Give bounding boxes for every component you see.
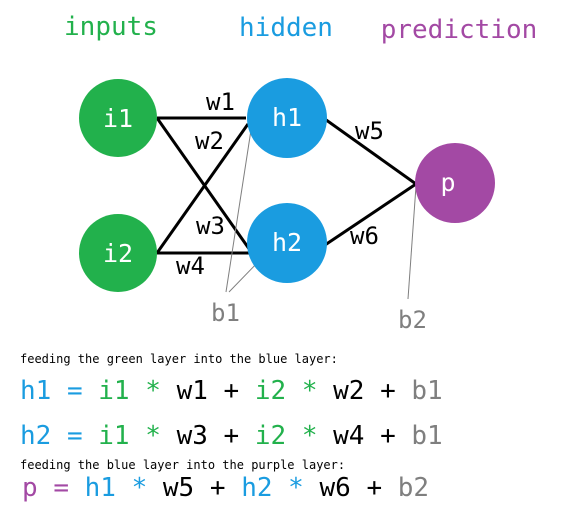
node-h2 bbox=[247, 203, 327, 283]
eq-p-mult1: * bbox=[131, 473, 148, 503]
eq-h2-mult1: * bbox=[145, 421, 161, 451]
eq-h2-mult2: * bbox=[301, 421, 318, 451]
eq-p-term2: h2 bbox=[241, 473, 273, 503]
equation-p: p = h1 * w5 + h2 * w6 + b2 bbox=[22, 473, 429, 503]
weight-label-w4: w4 bbox=[176, 252, 205, 280]
eq-h1-plus2: + bbox=[380, 376, 396, 406]
eq-p-mult2: * bbox=[288, 473, 304, 503]
caption-blue-to-purple: feeding the blue layer into the purple l… bbox=[20, 458, 346, 472]
eq-h2-equals: = bbox=[66, 421, 83, 451]
eq-h1-mult1: * bbox=[145, 376, 161, 406]
weight-label-w2: w2 bbox=[195, 127, 224, 155]
eq-p-bias: b2 bbox=[397, 473, 430, 503]
inputs-layer-title: inputs bbox=[64, 12, 158, 42]
eq-h1-equals: = bbox=[66, 376, 83, 406]
eq-h2-plus2: + bbox=[380, 421, 396, 451]
eq-h1-weight1: w1 bbox=[176, 376, 208, 406]
bias-label-b2: b2 bbox=[398, 306, 427, 334]
weight-label-w3: w3 bbox=[196, 212, 225, 240]
weight-label-w1: w1 bbox=[206, 88, 235, 116]
equation-h2: h2 = i1 * w3 + i2 * w4 + b1 bbox=[20, 421, 443, 451]
eq-h2-lhs: h2 bbox=[20, 421, 52, 451]
eq-h1-plus1: + bbox=[223, 376, 240, 406]
hidden-layer-title: hidden bbox=[239, 13, 333, 43]
eq-h2-term2: i2 bbox=[254, 421, 287, 451]
edge-h2-p bbox=[321, 182, 417, 249]
eq-h1-term1: i1 bbox=[98, 376, 130, 406]
edge-h1-p bbox=[321, 115, 417, 186]
eq-p-equals: = bbox=[53, 473, 69, 503]
bias-b1-line-h1 bbox=[225, 129, 252, 293]
eq-h1-lhs: h1 bbox=[20, 376, 52, 406]
eq-p-weight2: w6 bbox=[319, 473, 351, 503]
bias-label-b1: b1 bbox=[211, 299, 240, 327]
eq-h1-weight2: w2 bbox=[333, 376, 365, 406]
weight-label-w6: w6 bbox=[350, 222, 379, 250]
edge-i2-h1 bbox=[155, 123, 250, 254]
weight-label-w5: w5 bbox=[355, 117, 384, 145]
prediction-layer-title: prediction bbox=[381, 15, 538, 45]
eq-p-plus2: + bbox=[366, 473, 383, 503]
eq-p-plus1: + bbox=[209, 473, 226, 503]
bias-b2-line bbox=[407, 185, 417, 300]
eq-h2-bias: b1 bbox=[411, 421, 443, 451]
eq-h1-bias: b1 bbox=[411, 376, 443, 406]
node-label-p: p bbox=[440, 168, 455, 197]
node-i2 bbox=[79, 214, 157, 292]
node-label-i1: i1 bbox=[103, 104, 133, 133]
node-label-h1: h1 bbox=[272, 103, 302, 132]
node-label-h2: h2 bbox=[272, 228, 302, 257]
eq-h2-term1: i1 bbox=[98, 421, 130, 451]
eq-p-weight1: w5 bbox=[162, 473, 195, 503]
eq-h1-term2: i2 bbox=[254, 376, 287, 406]
eq-p-lhs: p bbox=[22, 473, 38, 503]
node-p bbox=[415, 143, 495, 223]
caption-green-to-blue: feeding the green layer into the blue la… bbox=[20, 352, 338, 366]
node-i1 bbox=[79, 79, 157, 157]
eq-h1-mult2: * bbox=[301, 376, 318, 406]
eq-h2-plus1: + bbox=[223, 421, 240, 451]
node-h1 bbox=[247, 78, 327, 158]
equation-h1: h1 = i1 * w1 + i2 * w2 + b1 bbox=[20, 376, 443, 406]
node-label-i2: i2 bbox=[103, 239, 133, 268]
eq-h2-weight2: w4 bbox=[333, 421, 365, 451]
eq-p-term1: h1 bbox=[84, 473, 116, 503]
eq-h2-weight1: w3 bbox=[176, 421, 208, 451]
